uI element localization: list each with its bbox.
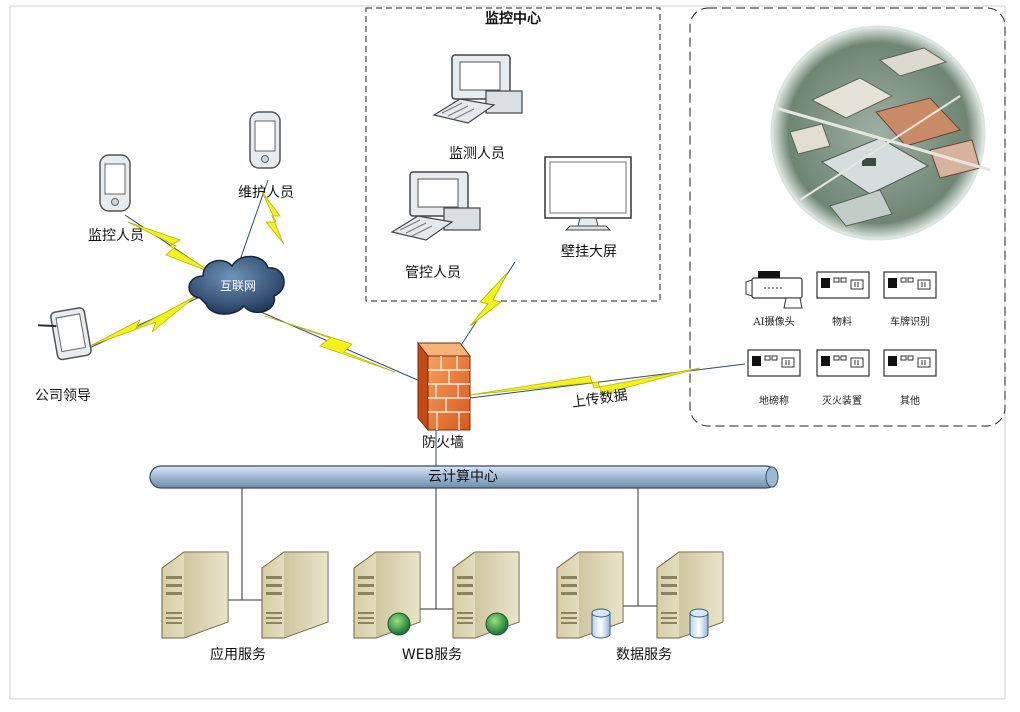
other-label: 其他 <box>900 396 920 407</box>
fire-device-label: 灭火装置 <box>822 396 862 407</box>
fire-device-icon <box>816 349 870 377</box>
plate-device-icon <box>883 271 937 299</box>
manage-staff-label: 管控人员 <box>405 265 461 281</box>
detect-staff-label: 监测人员 <box>449 146 505 162</box>
firewall-icon <box>416 341 472 432</box>
detect-staff-computer-icon <box>433 54 523 124</box>
firewall-label: 防火墙 <box>422 435 464 451</box>
data-service-label: 数据服务 <box>616 647 672 663</box>
ai-camera-label: AI摄像头 <box>753 317 795 328</box>
site-box <box>689 7 1006 427</box>
ai-camera-icon <box>745 271 803 309</box>
internet-cloud-icon <box>188 255 285 315</box>
app-service-label: 应用服务 <box>210 647 266 663</box>
maintain-staff-label: 维护人员 <box>238 185 294 201</box>
wireless-links <box>89 191 701 396</box>
wall-screen-label: 壁挂大屏 <box>561 244 617 260</box>
leader-label: 公司领导 <box>35 388 91 404</box>
monitor-staff-phone-icon <box>99 154 131 212</box>
other-device-icon <box>883 349 937 377</box>
leader-tablet-icon <box>37 307 92 361</box>
monitor-center-title: 监控中心 <box>485 11 541 27</box>
maintain-staff-phone-icon <box>249 111 281 169</box>
globe-icon <box>387 612 509 636</box>
server-links <box>226 488 658 610</box>
cloud-computing-label: 云计算中心 <box>428 469 498 485</box>
scale-device-icon <box>747 349 801 377</box>
material-label: 物料 <box>832 317 852 328</box>
internet-label: 互联网 <box>219 279 257 293</box>
web-service-label: WEB服务 <box>401 647 463 663</box>
app-server-1-icon <box>161 551 229 639</box>
industrial-park-aerial-image <box>770 25 991 241</box>
cloud-computing-bus <box>149 465 779 489</box>
manage-staff-computer-icon <box>391 171 481 241</box>
plate-recognition-label: 车牌识别 <box>890 317 930 328</box>
monitor-center-box <box>365 7 661 302</box>
material-device-icon <box>816 271 870 299</box>
scale-label: 地磅称 <box>759 396 789 407</box>
monitor-staff-label: 监控人员 <box>88 228 144 244</box>
wall-screen-icon <box>544 156 632 231</box>
app-server-2-icon <box>261 551 329 639</box>
database-icon <box>591 608 709 639</box>
data-server-1-icon <box>556 551 624 639</box>
